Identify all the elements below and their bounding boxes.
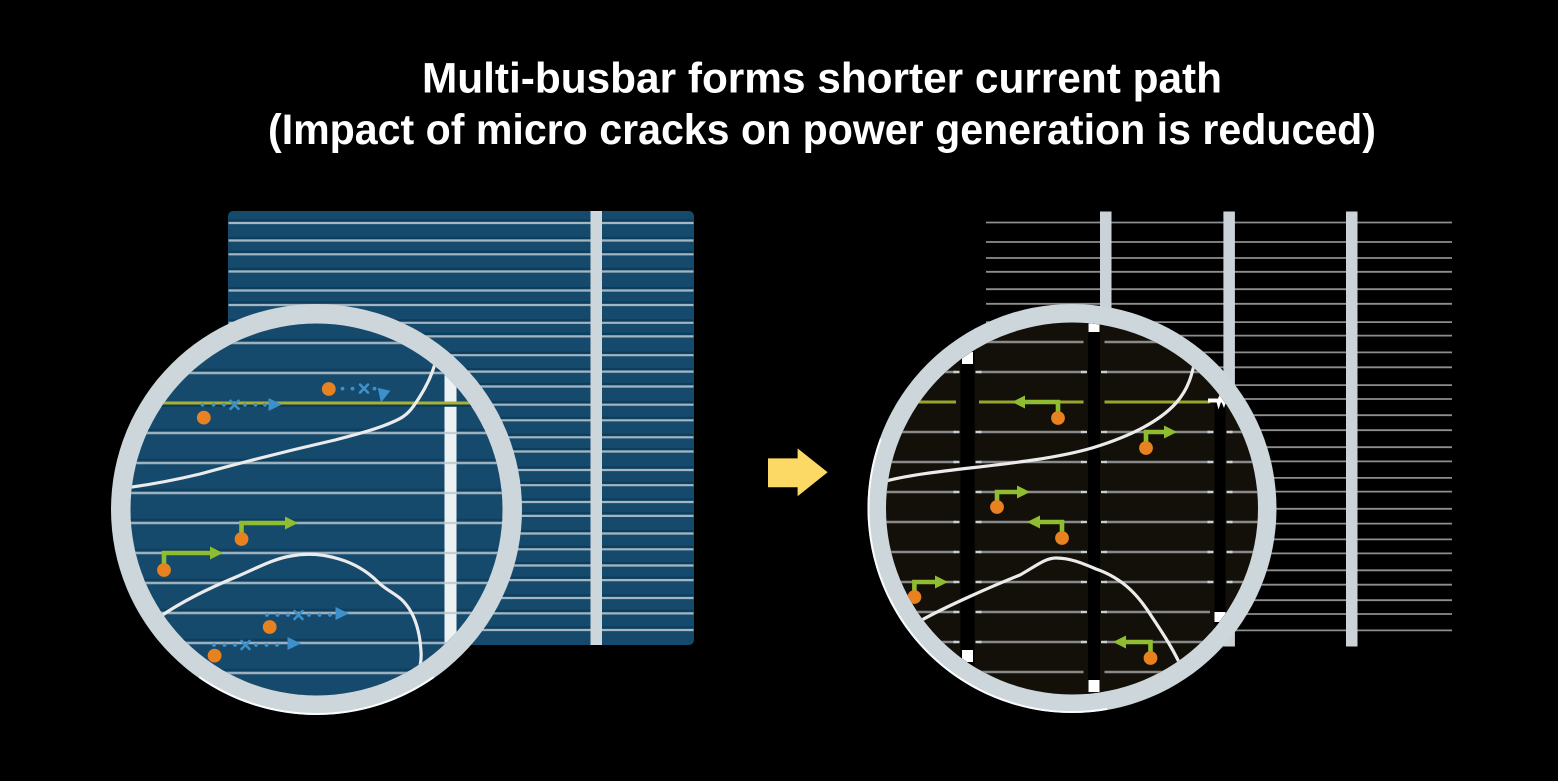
svg-text:(Impact of micro cracks on pow: (Impact of micro cracks on power generat…: [268, 107, 1376, 154]
svg-text:Multi-busbar forms shorter cur: Multi-busbar forms shorter current path: [422, 56, 1222, 103]
